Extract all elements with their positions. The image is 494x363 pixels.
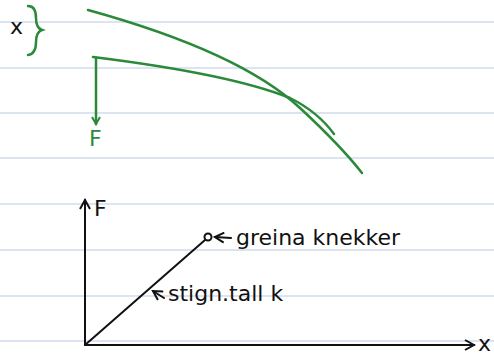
axis-label: x (478, 333, 491, 355)
leader-arrow (153, 291, 164, 298)
deflection-brace (28, 6, 42, 55)
unloaded-branch (88, 10, 362, 173)
break-point (205, 234, 212, 241)
force-arrow (95, 58, 98, 124)
leader-arrow (215, 237, 231, 238)
branch-sketch (28, 6, 362, 173)
displacement-axis (85, 344, 474, 346)
annotation-note: stign.tall k (168, 283, 283, 305)
force-graph (85, 200, 474, 345)
annotation-note: greina knekker (236, 227, 400, 249)
force-axis (84, 200, 86, 345)
deflection-label: x (10, 16, 23, 38)
force-label: F (89, 128, 102, 150)
loaded-branch (93, 57, 334, 134)
axis-label: F (94, 198, 107, 220)
